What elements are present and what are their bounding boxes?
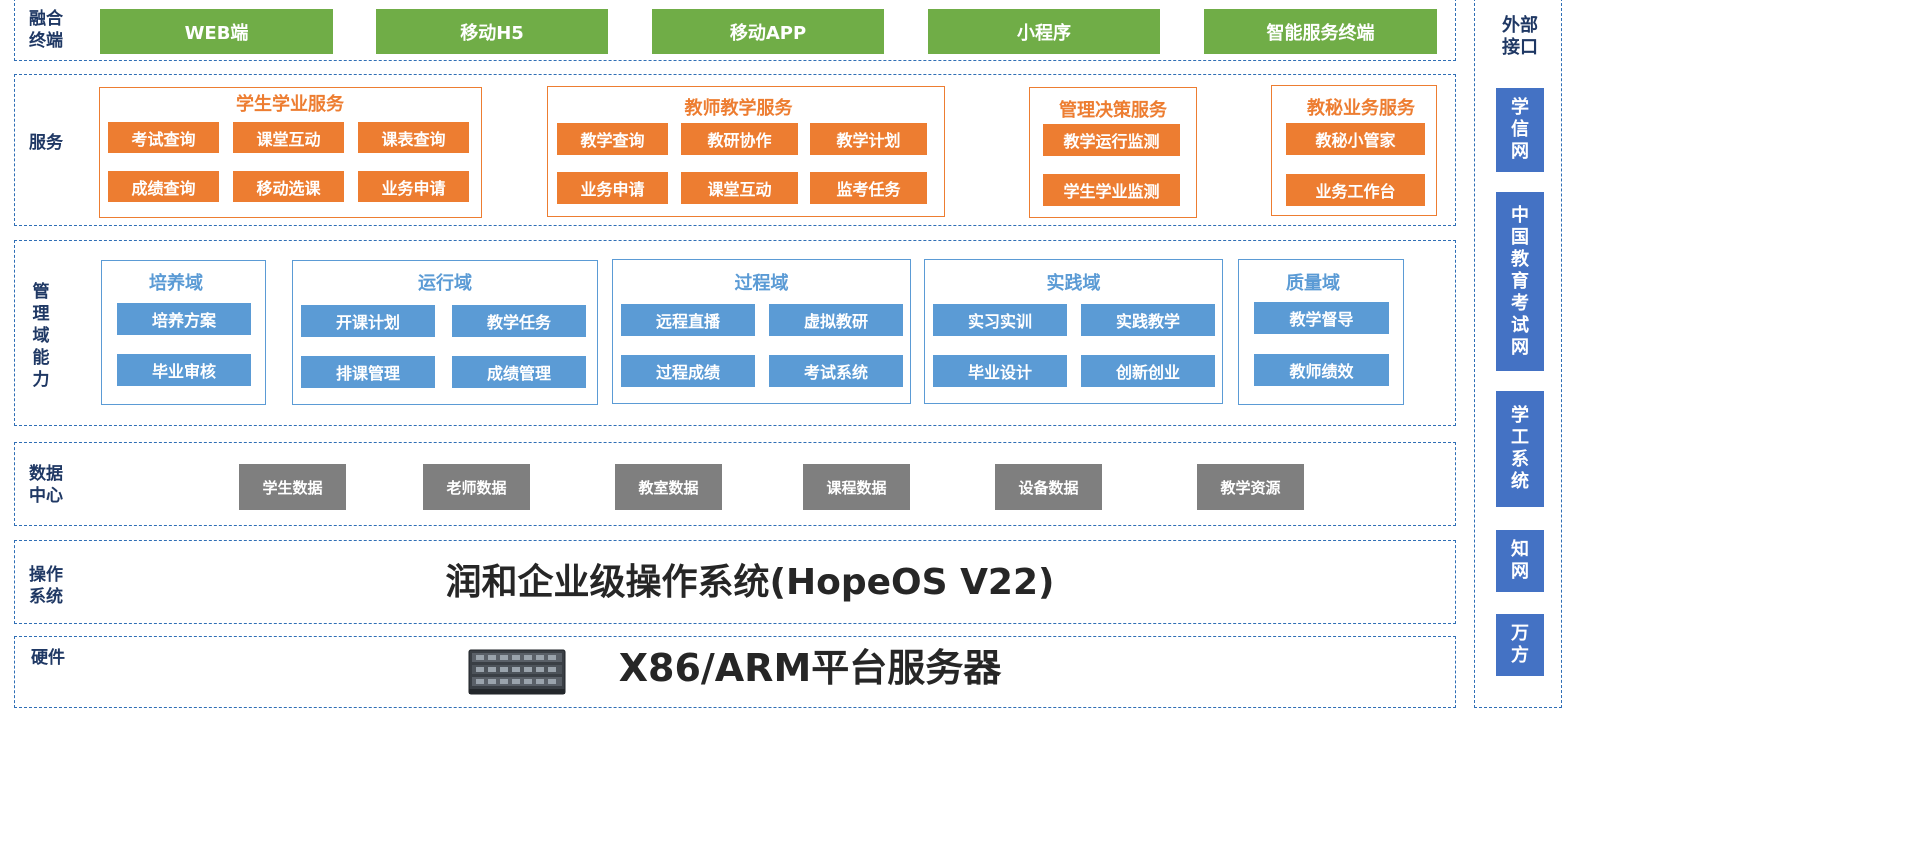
fusion-terminal-layer <box>14 0 1456 61</box>
service-layer <box>14 74 1456 226</box>
terminal-web: WEB端 <box>100 9 333 54</box>
interface-wanfang: 万 方 <box>1496 614 1544 676</box>
teaching-resources: 教学资源 <box>1197 464 1304 510</box>
classroom-data: 教室数据 <box>615 464 722 510</box>
interface-xuexin: 学 信 网 <box>1496 88 1544 172</box>
student-service-title: 学生学业服务 <box>236 94 344 115</box>
terminal-app: 移动APP <box>652 9 884 54</box>
course-data: 课程数据 <box>803 464 910 510</box>
external-interface-label: 外部 接口 <box>1502 15 1538 58</box>
service-secretary-assistant: 教秘小管家 <box>1286 123 1425 155</box>
management-service-title: 管理决策服务 <box>1059 100 1167 121</box>
practice-teaching: 实践教学 <box>1081 304 1215 336</box>
service-workbench: 业务工作台 <box>1286 174 1425 206</box>
score-management: 成绩管理 <box>452 356 586 388</box>
internship-training: 实习实训 <box>933 304 1067 336</box>
interface-student-affairs: 学 工 系 统 <box>1496 391 1544 507</box>
service-timetable-query: 课表查询 <box>358 122 469 153</box>
domain-capability-label: 管 理 域 能 力 <box>32 282 50 390</box>
service-teaching-plan: 教学计划 <box>810 123 927 155</box>
interface-neea: 中 国 教 育 考 试 网 <box>1496 192 1544 371</box>
service-invigilation-task: 监考任务 <box>810 172 927 204</box>
service-teaching-monitor: 教学运行监测 <box>1043 124 1180 156</box>
data-center-layer <box>14 442 1456 526</box>
service-business-apply: 业务申请 <box>358 171 469 202</box>
operation-domain <box>292 260 598 405</box>
scheduling-management: 排课管理 <box>301 356 435 388</box>
teaching-supervision: 教学督导 <box>1254 302 1389 334</box>
course-plan: 开课计划 <box>301 305 435 337</box>
interface-cnki: 知 网 <box>1496 530 1544 592</box>
secretary-service-title: 教秘业务服务 <box>1307 98 1415 119</box>
os-layer <box>14 540 1456 624</box>
secretary-service-group <box>1271 85 1437 216</box>
virtual-research: 虚拟教研 <box>769 304 903 336</box>
terminal-mini-program: 小程序 <box>928 9 1160 54</box>
service-score-query: 成绩查询 <box>108 171 219 202</box>
quality-domain <box>1238 259 1404 405</box>
server-icon <box>468 648 566 696</box>
process-score: 过程成绩 <box>621 355 755 387</box>
domain-capability-layer <box>14 240 1456 426</box>
graduation-review: 毕业审核 <box>117 354 251 386</box>
service-class-interaction: 课堂互动 <box>233 122 344 153</box>
equipment-data: 设备数据 <box>995 464 1102 510</box>
student-data: 学生数据 <box>239 464 346 510</box>
external-interface-column <box>1474 0 1562 708</box>
hardware-layer <box>14 636 1456 708</box>
exam-system: 考试系统 <box>769 355 903 387</box>
fusion-terminal-label: 融合 终端 <box>29 9 63 51</box>
process-domain <box>612 259 911 404</box>
service-teacher-business-apply: 业务申请 <box>557 172 668 204</box>
terminal-h5: 移动H5 <box>376 9 608 54</box>
live-streaming: 远程直播 <box>621 304 755 336</box>
service-research-collab: 教研协作 <box>681 123 798 155</box>
hardware-platform: X86/ARM平台服务器 <box>618 646 1002 690</box>
terminal-smart-service: 智能服务终端 <box>1204 9 1437 54</box>
practice-domain-title: 实践域 <box>1046 273 1101 294</box>
os-label: 操作 系统 <box>29 565 63 607</box>
teacher-performance: 教师绩效 <box>1254 354 1389 386</box>
process-domain-title: 过程域 <box>734 273 789 294</box>
data-center-label: 数据 中心 <box>29 464 63 506</box>
cultivation-plan: 培养方案 <box>117 303 251 335</box>
service-teacher-class-interaction: 课堂互动 <box>681 172 798 204</box>
practice-domain <box>924 259 1223 404</box>
teacher-service-title: 教师教学服务 <box>684 98 793 119</box>
management-service-group <box>1029 87 1197 218</box>
operation-domain-title: 运行域 <box>418 273 472 294</box>
service-mobile-course-selection: 移动选课 <box>233 171 344 202</box>
service-exam-query: 考试查询 <box>108 122 219 153</box>
hardware-label: 硬件 <box>31 648 65 668</box>
os-name: 润和企业级操作系统(HopeOS V22) <box>445 562 1055 603</box>
teacher-service-group <box>547 86 945 217</box>
quality-domain-title: 质量域 <box>1286 273 1340 294</box>
service-label: 服务 <box>29 133 63 153</box>
student-service-group <box>99 87 482 218</box>
innovation-entrepreneurship: 创新创业 <box>1081 355 1215 387</box>
teaching-task: 教学任务 <box>452 305 586 337</box>
cultivation-domain <box>101 260 266 405</box>
teacher-data: 老师数据 <box>423 464 530 510</box>
graduation-design: 毕业设计 <box>933 355 1067 387</box>
service-teaching-query: 教学查询 <box>557 123 668 155</box>
service-student-monitor: 学生学业监测 <box>1043 174 1180 206</box>
cultivation-domain-title: 培养域 <box>149 273 203 294</box>
